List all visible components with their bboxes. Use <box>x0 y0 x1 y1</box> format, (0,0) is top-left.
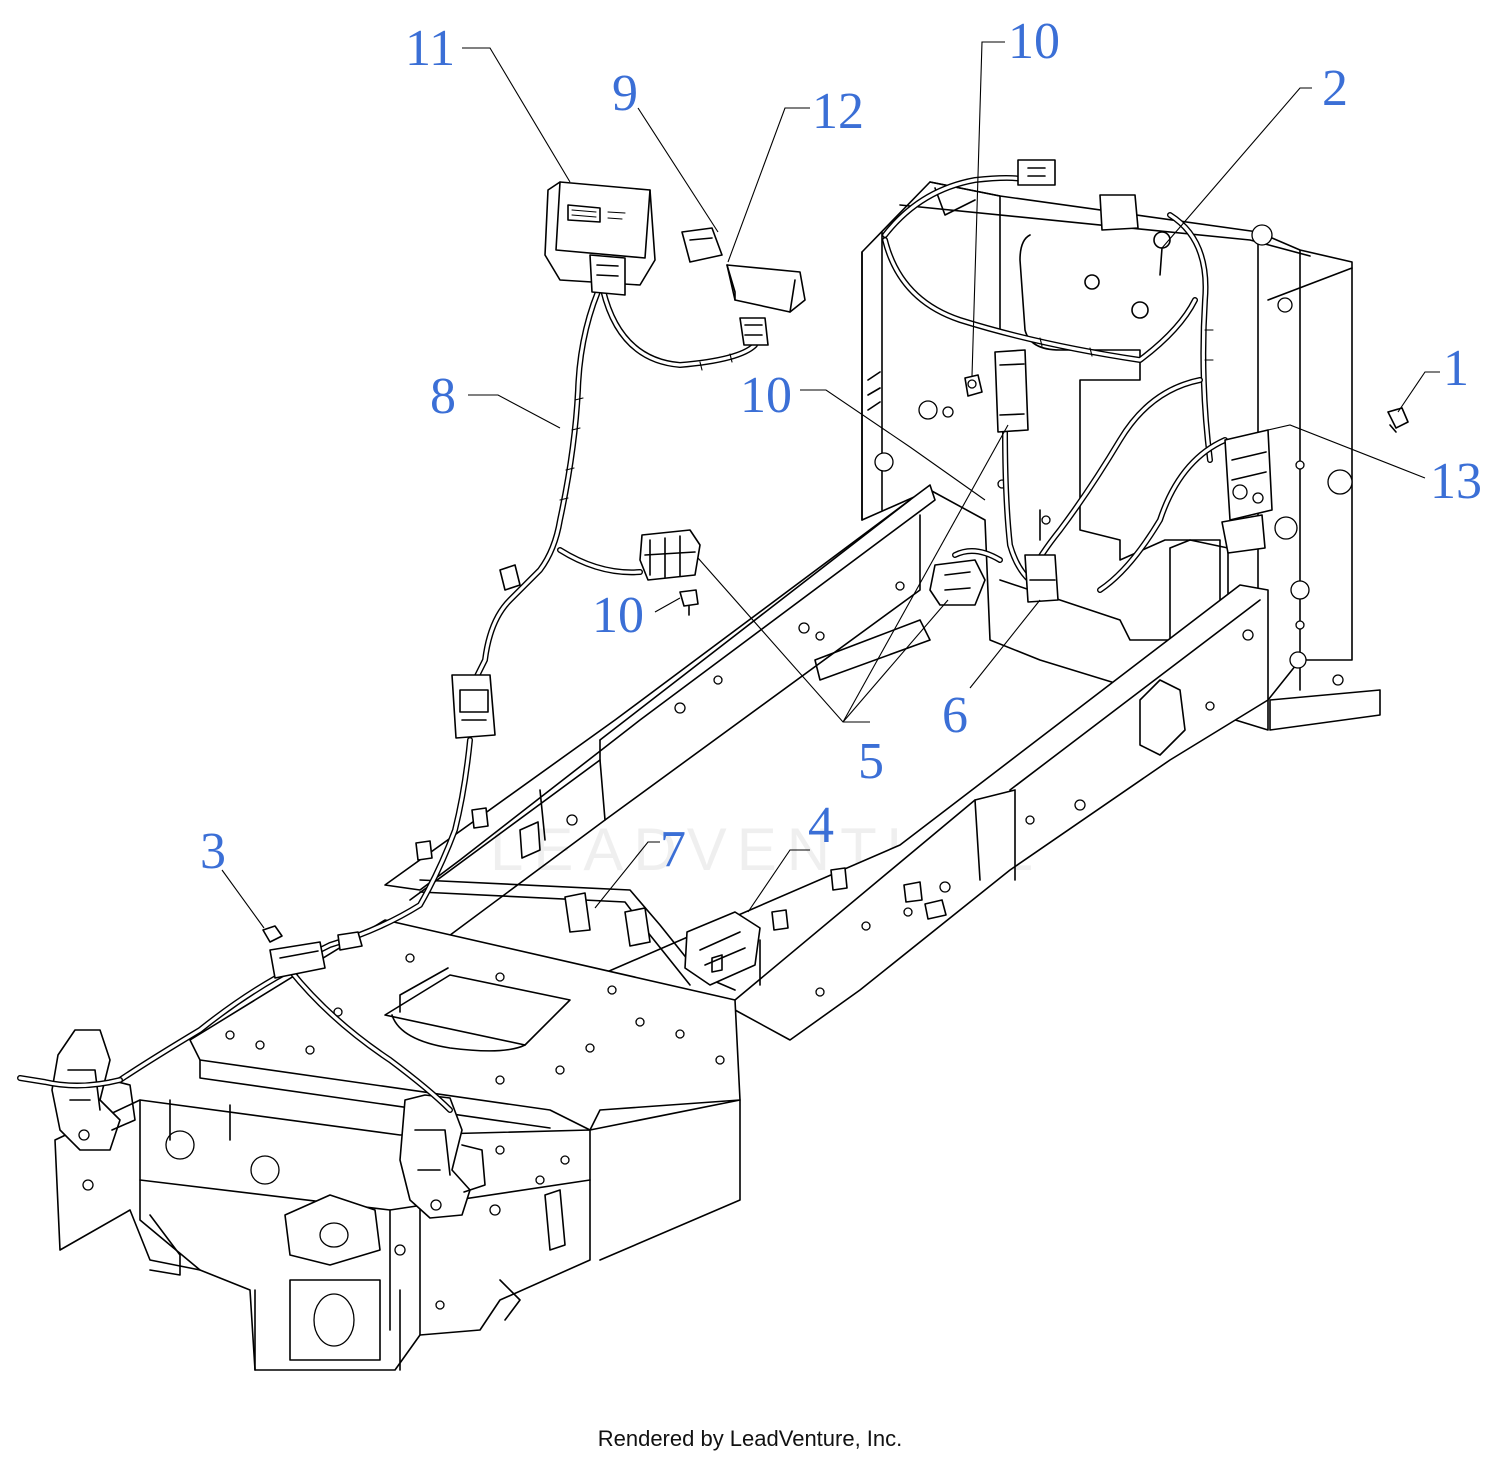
callout-13: 13 <box>1430 453 1482 510</box>
callouts: 11 9 12 10 2 1 8 10 13 10 6 5 4 3 7 <box>200 13 1482 880</box>
nut-3 <box>262 925 363 979</box>
callout-5: 5 <box>858 733 884 790</box>
callout-10-top: 10 <box>1008 13 1060 70</box>
bolt-1 <box>1387 407 1409 433</box>
callout-4: 4 <box>808 797 834 854</box>
harness-clip-10c <box>679 589 699 616</box>
ignition-switch-11 <box>544 181 656 296</box>
frame-wiring-diagram: LEADVENTURE <box>17 13 1482 1371</box>
callout-12: 12 <box>812 83 864 140</box>
wiring-harness <box>17 174 1228 1113</box>
harness-clip-10b <box>994 349 1029 433</box>
front-right-bracket <box>399 1094 486 1219</box>
connector-5-lower <box>929 559 986 606</box>
callout-2: 2 <box>1322 60 1348 117</box>
callout-11: 11 <box>405 20 455 77</box>
leader-lines <box>221 41 1440 929</box>
solenoid-13 <box>1221 429 1273 554</box>
callout-10-middle: 10 <box>740 367 792 424</box>
callout-10-lower: 10 <box>592 587 644 644</box>
plate-9 <box>681 227 723 263</box>
callout-8: 8 <box>430 368 456 425</box>
callout-6: 6 <box>942 687 968 744</box>
rear-top-connector <box>1017 159 1139 231</box>
main-frame-rails <box>384 484 1269 1041</box>
callout-7: 7 <box>660 821 686 878</box>
clamp-6 <box>1024 554 1059 603</box>
callout-9: 9 <box>612 65 638 122</box>
rendered-by-footer: Rendered by LeadVenture, Inc. <box>597 1426 903 1451</box>
studs <box>415 807 947 931</box>
front-axle-mount <box>54 1099 741 1371</box>
inline-connector <box>451 564 521 739</box>
callout-3: 3 <box>200 823 226 880</box>
harness-clip-10a <box>964 374 983 397</box>
front-deck-plate <box>189 879 741 1131</box>
connector-5-upper <box>639 529 701 581</box>
callout-1: 1 <box>1443 340 1469 397</box>
rear-frame-upright <box>861 181 1381 731</box>
switch-12 <box>726 264 806 346</box>
connector-4 <box>684 911 761 986</box>
tube-7 <box>564 892 651 947</box>
